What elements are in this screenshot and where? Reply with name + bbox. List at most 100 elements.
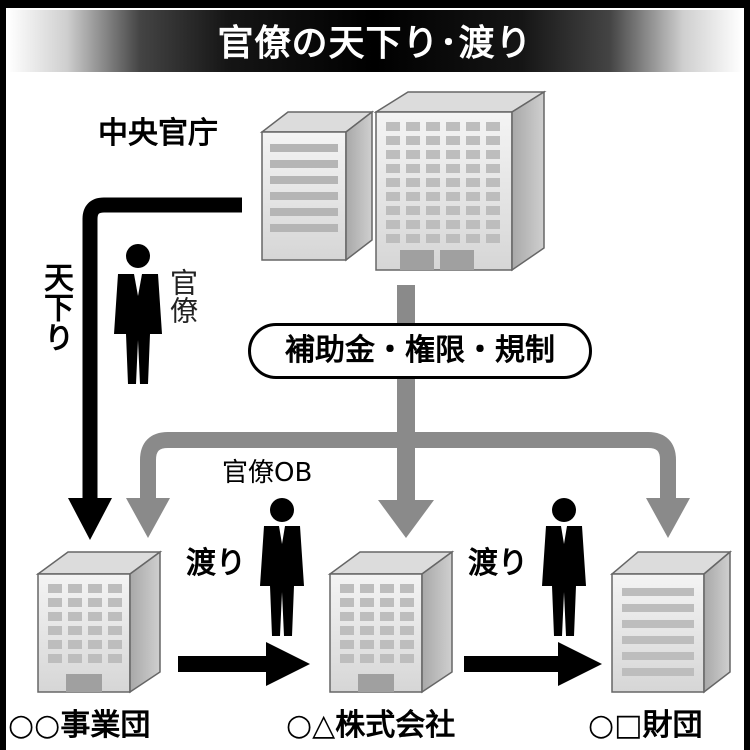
title-banner <box>8 10 742 72</box>
window-pane <box>340 598 354 607</box>
bureaucrat-figure <box>114 244 162 384</box>
window-pane <box>486 178 500 187</box>
window-pane <box>400 584 414 593</box>
window-pane <box>400 640 414 649</box>
window-pane <box>88 626 102 635</box>
org-building-2 <box>327 550 455 694</box>
window-pane <box>68 640 82 649</box>
window-pane <box>466 220 480 229</box>
org-building-1 <box>35 550 163 694</box>
window-pane <box>386 192 400 201</box>
window-pane <box>340 626 354 635</box>
window-pane <box>426 192 440 201</box>
window-pane <box>380 612 394 621</box>
window-pane <box>446 206 460 215</box>
window-pane <box>88 612 102 621</box>
diagram-title: 官僚の天下り･渡り <box>217 23 533 64</box>
window-pane <box>108 598 122 607</box>
window-pane <box>446 150 460 159</box>
window-pane <box>406 234 420 243</box>
frame-left-border <box>0 0 6 750</box>
window-pane <box>426 164 440 173</box>
window-pane <box>88 584 102 593</box>
amakudari-arrow <box>68 197 242 540</box>
window-pane <box>360 654 374 663</box>
window-pane <box>386 178 400 187</box>
window-pane <box>48 584 62 593</box>
window-pane <box>486 164 500 173</box>
window-pane <box>108 626 122 635</box>
window-pane <box>380 584 394 593</box>
window-pane <box>380 654 394 663</box>
window-pane <box>48 626 62 635</box>
window-pane <box>88 598 102 607</box>
window-pane <box>406 122 420 131</box>
window-pane <box>426 122 440 131</box>
window-pane <box>68 612 82 621</box>
window-pane <box>108 654 122 663</box>
window-pane <box>486 192 500 201</box>
watari-label-2: 渡り <box>468 546 528 581</box>
org-building-3 <box>609 550 733 694</box>
window-pane <box>340 584 354 593</box>
window-pane <box>380 626 394 635</box>
window-pane <box>386 122 400 131</box>
window-pane <box>426 220 440 229</box>
window-pane <box>68 654 82 663</box>
window-pane <box>48 612 62 621</box>
window-pane <box>446 136 460 145</box>
org-label-3: ○□財団 <box>588 708 703 743</box>
window-pane <box>48 640 62 649</box>
window-pane <box>386 150 400 159</box>
window-pane <box>406 136 420 145</box>
watari-arrow-2 <box>464 642 602 686</box>
window-pane <box>486 234 500 243</box>
window-pane <box>68 584 82 593</box>
window-pane <box>340 640 354 649</box>
window-pane <box>486 150 500 159</box>
window-pane <box>406 192 420 201</box>
window-pane <box>466 178 480 187</box>
window-pane <box>88 640 102 649</box>
window-pane <box>466 150 480 159</box>
watari-arrow-1 <box>178 642 310 686</box>
window-pane <box>406 220 420 229</box>
ministry-building-left <box>259 110 375 262</box>
window-pane <box>446 192 460 201</box>
window-pane <box>386 206 400 215</box>
window-pane <box>466 136 480 145</box>
window-pane <box>108 584 122 593</box>
window-pane <box>48 654 62 663</box>
window-pane <box>406 164 420 173</box>
frame-top-border <box>0 0 750 8</box>
window-pane <box>426 234 440 243</box>
org-label-1: ○○事業団 <box>8 708 151 743</box>
window-pane <box>400 626 414 635</box>
window-pane <box>406 150 420 159</box>
window-pane <box>386 164 400 173</box>
window-pane <box>466 122 480 131</box>
window-pane <box>426 136 440 145</box>
window-pane <box>386 220 400 229</box>
ministry-building-right <box>373 90 547 272</box>
window-pane <box>466 234 480 243</box>
window-pane <box>446 220 460 229</box>
window-pane <box>426 150 440 159</box>
window-pane <box>360 598 374 607</box>
window-pane <box>380 640 394 649</box>
watari-label-1: 渡り <box>186 546 246 581</box>
window-pane <box>486 206 500 215</box>
window-pane <box>426 206 440 215</box>
window-pane <box>406 178 420 187</box>
distribution-bar <box>126 432 690 538</box>
frame-right-border <box>744 0 750 750</box>
window-pane <box>360 626 374 635</box>
window-pane <box>486 122 500 131</box>
bureaucrat-label: 官僚 <box>166 268 199 324</box>
window-pane <box>466 192 480 201</box>
window-pane <box>340 654 354 663</box>
window-pane <box>446 164 460 173</box>
window-pane <box>88 654 102 663</box>
ob-figure-left <box>260 498 304 636</box>
